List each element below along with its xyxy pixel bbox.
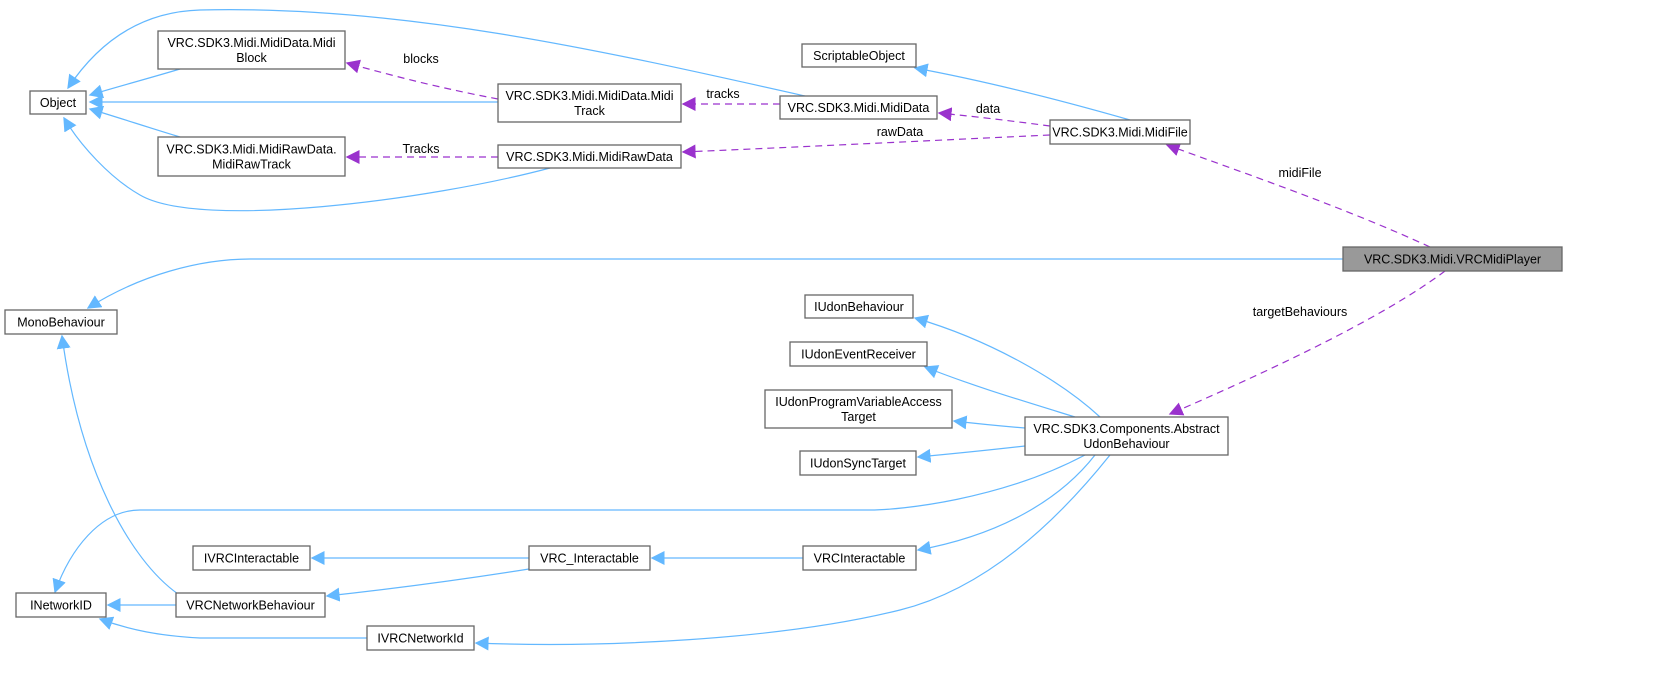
node-ivrcinteractable[interactable]: IVRCInteractable xyxy=(192,545,311,571)
edge-midifile-to-scriptableobject xyxy=(913,63,1131,121)
node-midirawtrack[interactable]: VRC.SDK3.Midi.MidiRawData.MidiRawTrack xyxy=(157,136,346,177)
node-label: IVRCInteractable xyxy=(204,552,299,566)
node-label: ScriptableObject xyxy=(813,49,905,63)
node-label: Object xyxy=(40,96,77,110)
node-label: IUdonEventReceiver xyxy=(801,348,916,362)
edge-abstractudonbehaviour-to-iudonsynctarget xyxy=(916,445,1026,463)
edge-vrcmidiplayer-to-midifile xyxy=(1165,142,1431,248)
node-midirawdata[interactable]: VRC.SDK3.Midi.MidiRawData xyxy=(497,144,682,169)
node-vrcnetworkbehaviour[interactable]: VRCNetworkBehaviour xyxy=(175,592,326,618)
node-box xyxy=(157,30,346,70)
edge-abstractudonbehaviour-to-inetworkid xyxy=(52,454,1086,594)
edge-vrcmidiplayer-to-monobehaviour xyxy=(86,258,1343,309)
node-box xyxy=(15,592,107,618)
node-label: VRC.SDK3.Midi.MidiFile xyxy=(1052,126,1187,140)
node-label: VRC.SDK3.Midi.MidiData.Midi xyxy=(167,36,335,50)
edge-midirawdata-to-object xyxy=(63,116,551,212)
node-label: VRC.SDK3.Midi.MidiRawData. xyxy=(166,143,336,157)
node-box xyxy=(528,545,651,571)
node-iudonbehaviour[interactable]: IUdonBehaviour xyxy=(804,294,914,319)
node-iudoneventreceiver[interactable]: IUdonEventReceiver xyxy=(789,341,928,367)
node-label: MonoBehaviour xyxy=(17,316,105,330)
node-label: UdonBehaviour xyxy=(1083,437,1169,451)
node-box xyxy=(779,95,938,120)
edge-miditrack-to-midiblock xyxy=(345,59,499,100)
node-label: INetworkID xyxy=(30,599,92,613)
node-label: Block xyxy=(236,51,267,65)
node-box xyxy=(4,309,118,335)
edge-abstractudonbehaviour-to-ivrcnetworkid xyxy=(474,454,1111,651)
edge-label-Tracks: Tracks xyxy=(402,142,439,156)
edge-label-tracks: tracks xyxy=(706,87,739,101)
node-label: VRC.SDK3.Midi.MidiRawData xyxy=(506,150,673,164)
node-object[interactable]: Object xyxy=(29,90,87,115)
edge-ivrcnetworkid-to-inetworkid xyxy=(98,616,367,639)
node-box xyxy=(799,450,917,476)
node-label: IUdonBehaviour xyxy=(814,300,904,314)
node-scriptableobject[interactable]: ScriptableObject xyxy=(801,43,917,68)
node-box xyxy=(1024,416,1229,456)
node-abstractudonbehaviour[interactable]: VRC.SDK3.Components.AbstractUdonBehaviou… xyxy=(1024,416,1229,456)
node-inetworkid[interactable]: INetworkID xyxy=(15,592,107,618)
node-box xyxy=(175,592,326,618)
node-box xyxy=(366,625,475,651)
edge-midiblock-to-object xyxy=(88,68,181,99)
node-box xyxy=(497,83,682,123)
node-label: VRCInteractable xyxy=(814,552,906,566)
edge-vrc_interactable-to-vrcnetworkbehaviour xyxy=(325,568,530,602)
edge-midifile-to-mididata xyxy=(937,107,1051,127)
node-label: VRC_Interactable xyxy=(540,552,639,566)
nodes-layer: ObjectVRC.SDK3.Midi.MidiData.MidiBlockVR… xyxy=(4,30,1563,651)
node-box xyxy=(802,545,917,571)
edge-abstractudonbehaviour-to-iudonbehaviour xyxy=(913,314,1101,418)
node-box xyxy=(801,43,917,68)
node-label: VRC.SDK3.Midi.MidiData.Midi xyxy=(505,89,673,103)
node-label: VRC.SDK3.Midi.VRCMidiPlayer xyxy=(1364,253,1541,267)
node-box xyxy=(157,136,346,177)
node-vrcinteractable[interactable]: VRCInteractable xyxy=(802,545,917,571)
edge-abstractudonbehaviour-to-vrcinteractable xyxy=(916,454,1096,555)
node-ivrcnetworkid[interactable]: IVRCNetworkId xyxy=(366,625,475,651)
node-box xyxy=(1342,246,1563,272)
edge-midifile-to-midirawdata xyxy=(681,134,1051,159)
node-iudonsynctarget[interactable]: IUdonSyncTarget xyxy=(799,450,917,476)
edge-label-rawData: rawData xyxy=(877,125,924,139)
node-vrcmidiplayer: VRC.SDK3.Midi.VRCMidiPlayer xyxy=(1342,246,1563,272)
node-mididata[interactable]: VRC.SDK3.Midi.MidiData xyxy=(779,95,938,120)
edge-label-targetBehaviours: targetBehaviours xyxy=(1253,305,1348,319)
node-label: IUdonSyncTarget xyxy=(810,457,906,471)
edge-vrcmidiplayer-to-abstractudonbehaviour xyxy=(1168,270,1446,416)
edge-midirawtrack-to-object xyxy=(88,105,181,138)
node-label: VRCNetworkBehaviour xyxy=(186,599,315,613)
node-box xyxy=(1049,119,1191,145)
node-label: VRC.SDK3.Midi.MidiData xyxy=(788,101,930,115)
node-label: IUdonProgramVariableAccess xyxy=(775,395,942,409)
node-box xyxy=(29,90,87,115)
node-box xyxy=(764,389,953,429)
edge-label-midiFile: midiFile xyxy=(1278,166,1321,180)
edge-vrcnetworkbehaviour-to-monobehaviour xyxy=(56,334,179,595)
node-vrc_interactable[interactable]: VRC_Interactable xyxy=(528,545,651,571)
edge-mididata-to-object xyxy=(67,9,806,97)
node-box xyxy=(789,341,928,367)
node-box xyxy=(497,144,682,169)
node-box xyxy=(192,545,311,571)
edge-abstractudonbehaviour-to-iudonprogramvariableaccesstarget xyxy=(952,415,1026,430)
edge-abstractudonbehaviour-to-iudoneventreceiver xyxy=(923,365,1076,418)
node-midifile[interactable]: VRC.SDK3.Midi.MidiFile xyxy=(1049,119,1191,145)
edges-layer xyxy=(52,9,1446,651)
node-label: MidiRawTrack xyxy=(212,158,291,172)
node-monobehaviour[interactable]: MonoBehaviour xyxy=(4,309,118,335)
edge-label-blocks: blocks xyxy=(403,52,438,66)
node-label: Track xyxy=(574,104,606,118)
node-label: IVRCNetworkId xyxy=(377,632,463,646)
node-label: Target xyxy=(841,410,876,424)
node-label: VRC.SDK3.Components.Abstract xyxy=(1033,422,1220,436)
node-box xyxy=(804,294,914,319)
edge-label-data: data xyxy=(976,102,1000,116)
